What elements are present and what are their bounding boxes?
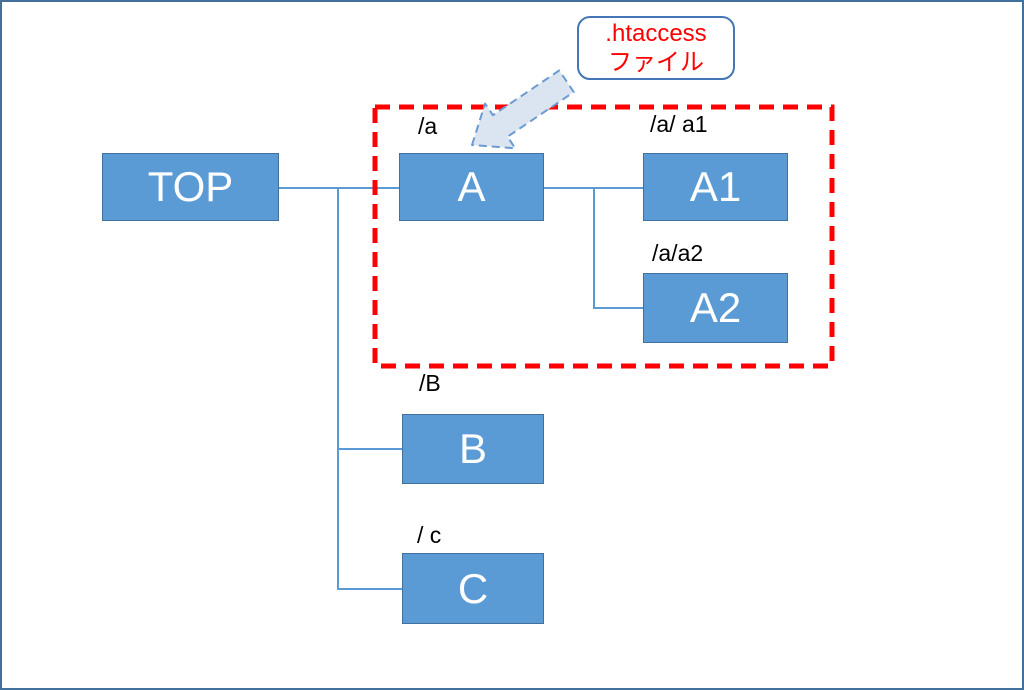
node-top-label: TOP: [147, 163, 234, 210]
htaccess-scope-outline: [372, 104, 835, 369]
node-a1-label: A1: [689, 163, 742, 210]
path-label-a: /a: [418, 113, 438, 139]
connector-trunk-to-c: [337, 188, 402, 590]
path-label-a1: /a/ a1: [650, 111, 708, 137]
htaccess-callout-line1: .htaccess: [605, 19, 707, 47]
node-b-label: B: [458, 425, 487, 472]
path-label-c: / c: [417, 522, 442, 548]
callout-arrow-icon: [471, 69, 575, 150]
node-top: TOP: [102, 153, 279, 221]
htaccess-callout: .htaccess ファイル: [577, 16, 735, 80]
node-c: C: [402, 553, 544, 624]
path-label-a2: /a/a2: [652, 240, 704, 266]
path-label-b: /B: [419, 370, 441, 396]
node-a1: A1: [643, 153, 788, 221]
node-a2: A2: [643, 273, 788, 343]
node-a2-label: A2: [689, 284, 742, 331]
htaccess-callout-line2: ファイル: [608, 49, 704, 76]
node-a-label: A: [457, 163, 486, 210]
node-b: B: [402, 414, 544, 484]
node-a: A: [399, 153, 544, 221]
node-c-label: C: [457, 564, 489, 612]
connector-a-a2: [593, 188, 643, 309]
